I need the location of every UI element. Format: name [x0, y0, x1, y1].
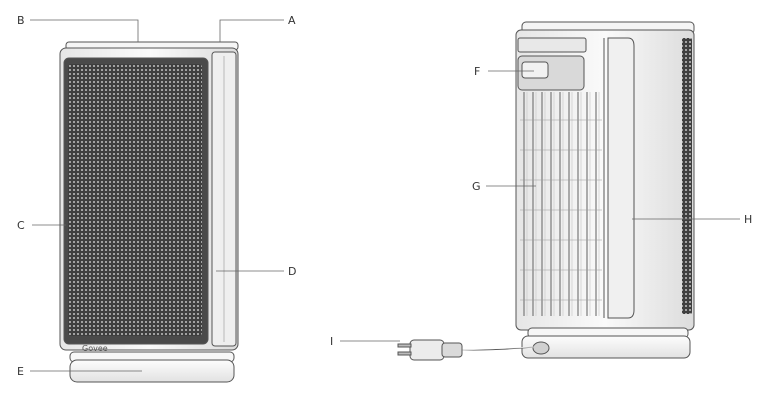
label-c: C [17, 219, 25, 232]
rear-control-button [521, 61, 549, 79]
plug-collar [441, 342, 463, 358]
plug-body [409, 339, 445, 361]
power-plug [397, 339, 535, 361]
back-housing-panel [607, 37, 635, 319]
label-g: G [472, 180, 481, 193]
brand-logo: Govee [82, 344, 108, 353]
front-side-panel [211, 51, 237, 347]
plug-prong-top [397, 343, 412, 348]
cord-exit [532, 341, 550, 355]
leader-lines [30, 19, 740, 372]
label-b: B [17, 14, 25, 27]
back-top-recess [517, 37, 587, 53]
label-a: A [288, 14, 296, 27]
front-grille-mesh [68, 64, 202, 336]
label-d: D [288, 265, 296, 278]
label-i: I [330, 335, 333, 348]
label-h: H [744, 213, 752, 226]
leader-b [30, 19, 139, 42]
callout-labels: B A C D E F G H I [17, 14, 752, 378]
label-e: E [17, 365, 24, 378]
back-view-heater [515, 21, 695, 359]
front-view-heater: Govee [59, 41, 239, 383]
plug-prong-bottom [397, 351, 412, 356]
leader-a [219, 19, 284, 42]
label-f: F [474, 65, 480, 78]
back-side-grille [682, 38, 692, 314]
air-intake-vents [520, 92, 602, 316]
